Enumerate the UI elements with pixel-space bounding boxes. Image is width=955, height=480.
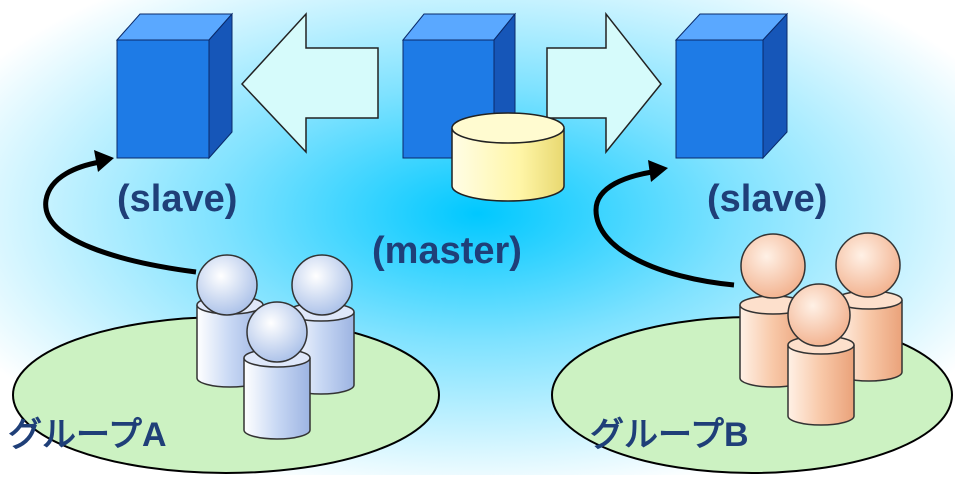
slave-label-right: (slave) [707, 178, 828, 220]
master-label: (master) [372, 230, 522, 272]
replication-arrow-left [240, 12, 379, 154]
user-icon [787, 283, 855, 426]
group-b-label: グループB [590, 416, 749, 454]
slave-server-right [674, 12, 789, 160]
user-icon [243, 301, 311, 440]
slave-label-left: (slave) [117, 178, 238, 220]
access-arrow-group-b [593, 160, 735, 288]
replication-arrow-right [546, 11, 662, 155]
database-icon [451, 112, 565, 202]
access-arrow-group-a [43, 150, 197, 275]
group-a-label: グループA [8, 416, 167, 454]
slave-server-left [115, 12, 234, 160]
